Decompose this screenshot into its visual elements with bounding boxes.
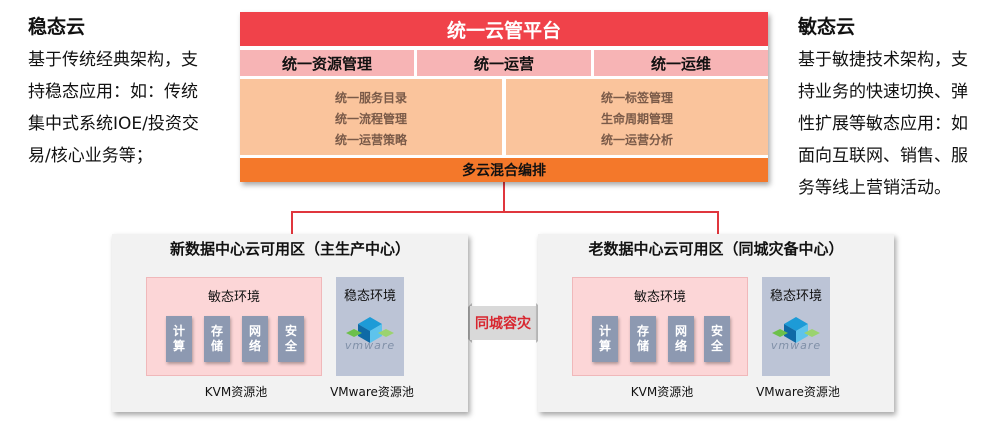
compute-chip: 计算 — [592, 316, 618, 362]
agile-line: 持业务的快速切换、弹 — [798, 82, 968, 102]
agile-line: 务等线上营销活动。 — [798, 178, 951, 198]
agile-line: 性扩展等敏态应用：如 — [798, 114, 968, 134]
vmware-cube-icon — [346, 317, 394, 343]
section-maintenance: 统一运维 — [594, 50, 768, 76]
platform-title: 统一云管平台 — [240, 12, 768, 46]
section-operation: 统一运营 — [417, 50, 591, 76]
network-chip: 网络 — [668, 316, 694, 362]
agile-cloud-title: 敏态云 — [798, 16, 856, 38]
stable-line: 基于传统经典架构，支 — [28, 50, 198, 70]
compute-chip: 计算 — [166, 316, 192, 362]
sensitive-env-label: 敏态环境 — [207, 290, 260, 305]
left-service-panel: 统一服务目录 统一流程管理 统一运营策略 — [240, 79, 502, 155]
kvm-pool-label: KVM资源池 — [204, 385, 268, 399]
service-item: 统一运营分析 — [600, 133, 673, 147]
storage-chip: 存储 — [204, 316, 230, 362]
disaster-recovery-link: 同城容灾 — [470, 306, 536, 340]
network-chip: 网络 — [242, 316, 268, 362]
old-datacenter-title: 老数据中心云可用区（同城灾备中心） — [588, 240, 844, 258]
vmware-logo-text: vmware — [344, 339, 396, 352]
service-item: 生命周期管理 — [600, 112, 673, 126]
section-resource-mgmt: 统一资源管理 — [240, 50, 414, 76]
storage-chip: 存储 — [630, 316, 656, 362]
multi-cloud-orchestration: 多云混合编排 — [240, 158, 768, 182]
stable-line: 集中式系统IOE/投资交 — [28, 114, 199, 134]
vmware-pool-label: VMware资源池 — [756, 385, 840, 399]
stable-cloud-title: 稳态云 — [28, 16, 86, 38]
stable-env-label: 稳态环境 — [343, 289, 396, 304]
security-chip: 安全 — [704, 316, 730, 362]
agile-cloud-description: 基于敏捷技术架构，支 持业务的快速切换、弹 性扩展等敏态应用：如 面向互联网、销… — [798, 44, 968, 204]
service-item: 统一标签管理 — [600, 91, 673, 105]
service-item: 统一服务目录 — [334, 91, 407, 105]
stable-line: 持稳态应用：如：传统 — [28, 82, 198, 102]
service-item: 统一流程管理 — [334, 112, 407, 126]
cloud-management-platform: 统一云管平台 统一资源管理 统一运营 统一运维 统一服务目录 统一流程管理 统一… — [240, 12, 768, 182]
security-chip: 安全 — [278, 316, 304, 362]
new-datacenter-title: 新数据中心云可用区（主生产中心） — [169, 240, 410, 258]
vmware-pool-label: VMware资源池 — [330, 385, 414, 399]
agile-line: 面向互联网、销售、服 — [798, 146, 968, 166]
stable-line: 易/核心业务等； — [28, 146, 153, 166]
right-service-panel: 统一标签管理 生命周期管理 统一运营分析 — [506, 79, 768, 155]
vmware-cube-icon — [772, 317, 820, 343]
sensitive-env-label: 敏态环境 — [633, 290, 686, 305]
kvm-pool-label: KVM资源池 — [630, 385, 694, 399]
vmware-logo-text: vmware — [770, 339, 822, 352]
stable-env-label: 稳态环境 — [769, 289, 822, 304]
agile-line: 基于敏捷技术架构，支 — [798, 50, 968, 70]
new-stable-env: 稳态环境 vmware — [336, 277, 404, 376]
old-stable-env: 稳态环境 vmware — [762, 277, 830, 376]
stable-cloud-description: 基于传统经典架构，支 持稳态应用：如：传统 集中式系统IOE/投资交 易/核心业… — [28, 44, 199, 172]
service-item: 统一运营策略 — [334, 133, 407, 147]
